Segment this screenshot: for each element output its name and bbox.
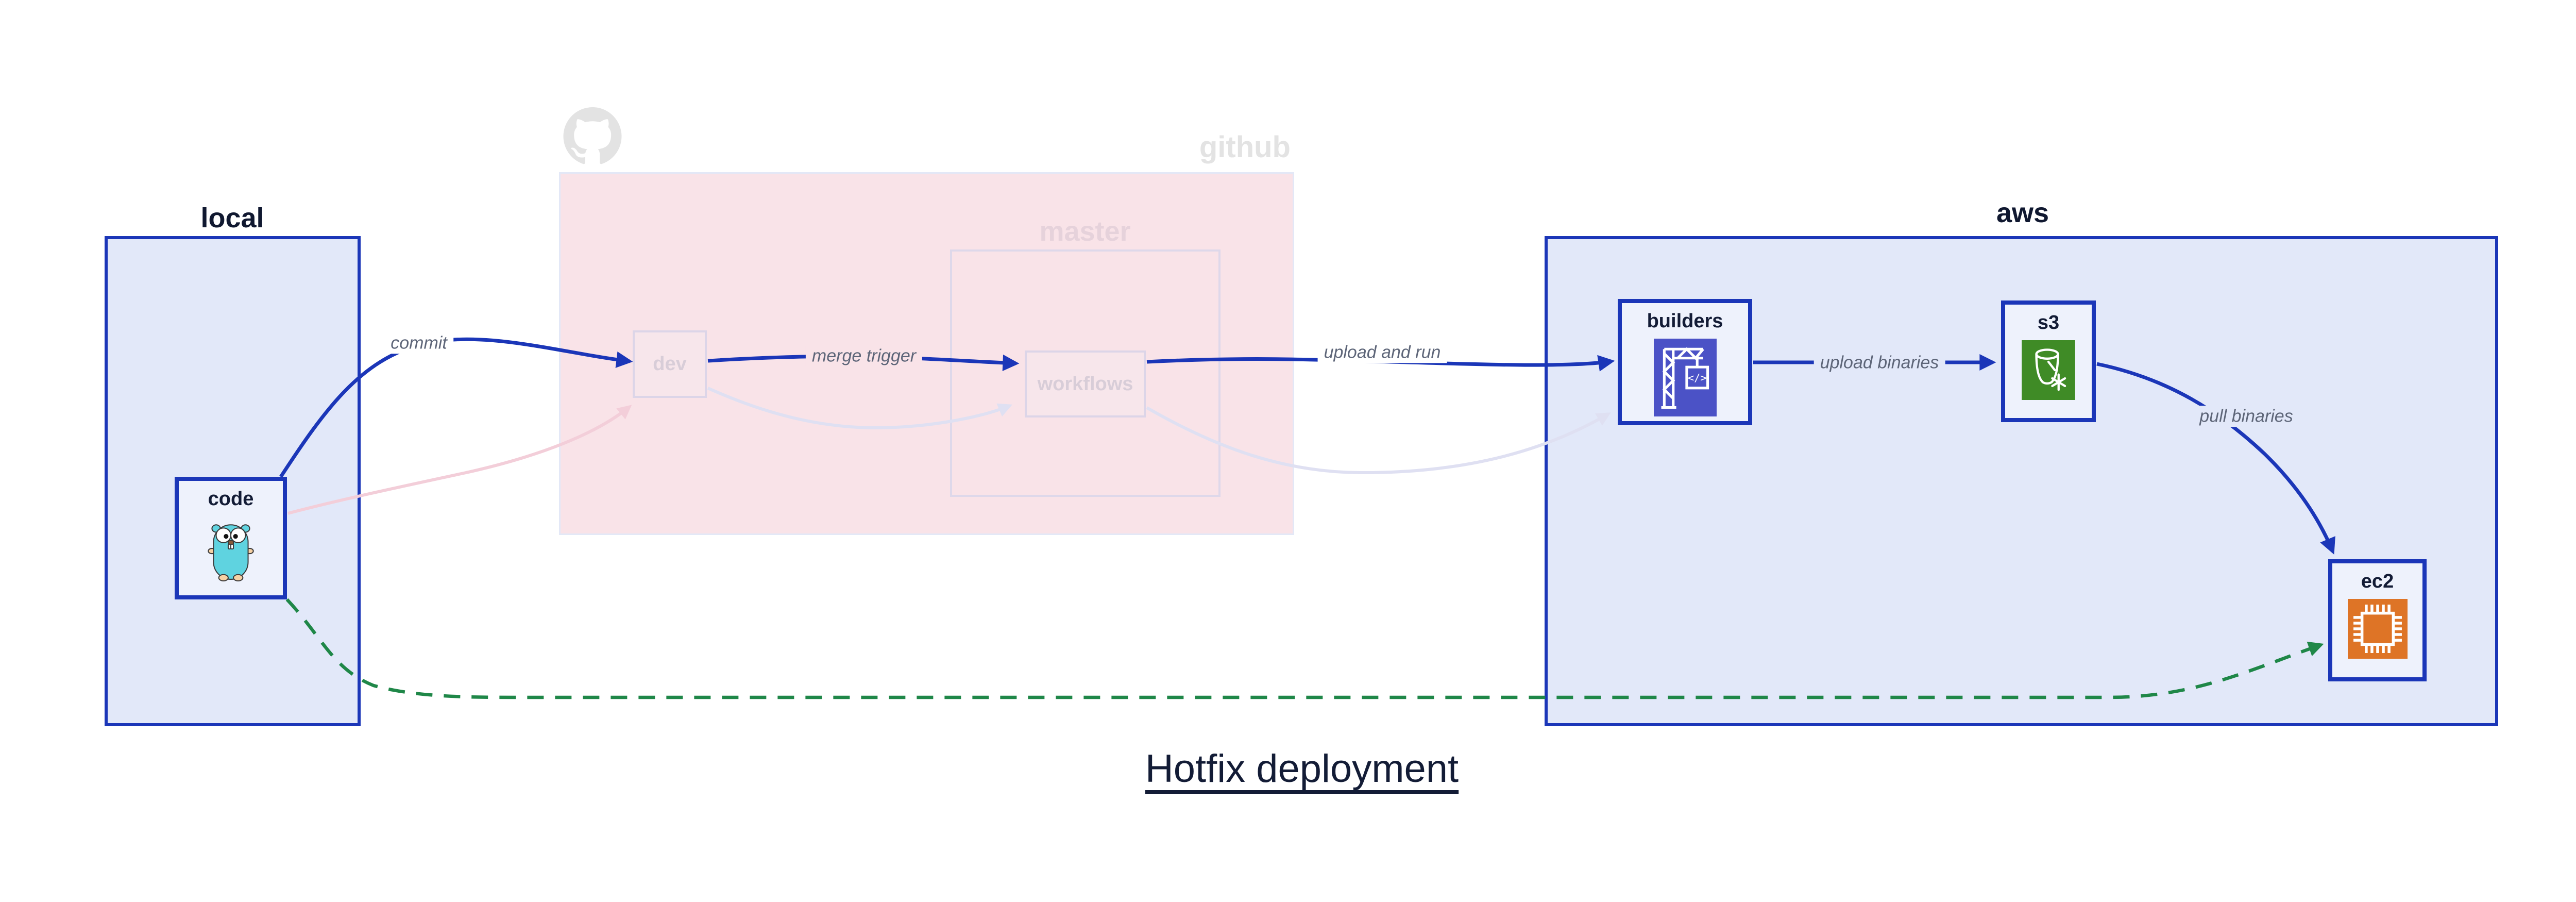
edge-faded-dev-workflows [707,387,1013,430]
group-github-label: github [1199,130,1291,164]
node-s3-label: s3 [2037,312,2060,333]
go-gopher-icon [208,524,254,581]
node-code-label: code [208,488,254,510]
edge-label-upload-and-run: upload and run [1317,342,1447,363]
node-builders: builders </> [1618,299,1752,425]
node-workflows-label: workflows [1037,373,1133,395]
group-aws-label: aws [1996,197,2049,228]
node-ec2: ec2 [2328,559,2427,681]
edge-commit [279,337,633,478]
edge-faded-workflows-builders [1146,406,1611,475]
edge-label-pull-binaries: pull binaries [2193,406,2299,427]
subgroup-master-label: master [1039,216,1131,247]
s3-glacier-bucket-icon [2022,340,2075,400]
svg-text:</>: </> [1687,372,1706,384]
edge-faded-code-dev [287,405,632,515]
github-octocat-icon [563,107,622,164]
edge-label-commit: commit [384,332,453,354]
node-code: code [175,477,287,599]
edge-label-upload-binaries: upload binaries [1814,352,1945,374]
ec2-chip-icon [2347,599,2408,659]
edge-label-merge-trigger: merge trigger [805,345,923,367]
subgroup-master [950,249,1221,497]
node-dev-label: dev [653,353,687,375]
node-builders-label: builders [1647,310,1723,332]
node-dev: dev [633,330,707,398]
edge-pull-binaries [2096,362,2335,555]
group-local-label: local [200,203,264,233]
node-workflows: workflows [1025,350,1146,417]
codebuild-crane-icon: </> [1653,339,1717,416]
edge-hotfix-dashed [285,598,2324,699]
node-s3: s3 [2001,300,2096,422]
diagram-title: Hotfix deployment [1145,747,1459,791]
node-ec2-label: ec2 [2361,571,2394,592]
